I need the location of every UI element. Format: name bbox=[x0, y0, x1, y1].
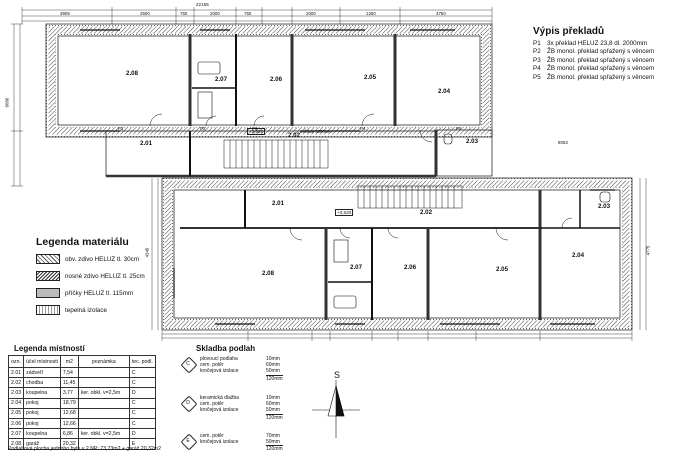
dim: 6680 bbox=[4, 97, 10, 108]
floor-layers-title: Skladba podlah bbox=[196, 344, 256, 353]
room-label: 2.08 bbox=[262, 270, 275, 277]
dim: 2500 bbox=[140, 11, 150, 16]
floor-layers: Skladba podlah bbox=[186, 344, 296, 353]
room-label: 2.03 bbox=[598, 203, 611, 210]
dim: 8053 bbox=[558, 140, 568, 145]
room-label: 2.07 bbox=[350, 264, 363, 271]
room-label: 2.05 bbox=[364, 74, 377, 81]
lintel-tag: P3 bbox=[252, 126, 258, 131]
dim: 750 bbox=[180, 11, 188, 16]
floor-area-note: Podlahová plocha jednoho bytu v 2.NP: 73… bbox=[8, 446, 161, 452]
dim: 1250 bbox=[366, 11, 376, 16]
dim: 4345 bbox=[144, 247, 150, 258]
floor-type-code: E bbox=[186, 438, 190, 444]
north-arrow bbox=[312, 380, 360, 438]
room-label: 2.05 bbox=[496, 266, 509, 273]
material-legend-title: Legenda materiálu bbox=[36, 236, 129, 248]
lintel-tag: P2 bbox=[200, 126, 206, 131]
room-label: 2.03 bbox=[466, 138, 479, 145]
floor-type-code: C bbox=[186, 361, 190, 367]
partition-swatch bbox=[36, 288, 60, 298]
lintel-tag: P1 bbox=[118, 126, 124, 131]
dim: 750 bbox=[244, 11, 252, 16]
lower-plan bbox=[151, 177, 647, 341]
brick-load-swatch bbox=[36, 271, 60, 281]
brick-outer-swatch bbox=[36, 254, 60, 264]
dim: 4775 bbox=[645, 245, 651, 256]
dim: 4750 bbox=[436, 11, 446, 16]
material-item: obv. zdivo HELUZ tl. 30cm bbox=[36, 251, 145, 267]
room-label: 2.01 bbox=[272, 200, 285, 207]
upper-plan bbox=[11, 7, 493, 187]
floor-type-code: D bbox=[186, 400, 190, 406]
room-label: 2.04 bbox=[572, 252, 585, 259]
room-label: 2.06 bbox=[404, 264, 417, 271]
room-label: 2.08 bbox=[126, 70, 139, 77]
lintel-tag: P4 bbox=[360, 126, 366, 131]
dim: 2000 bbox=[306, 11, 316, 16]
room-label: 2.06 bbox=[270, 76, 283, 83]
room-label: 2.01 bbox=[140, 140, 153, 147]
level-label: +3,520 bbox=[247, 128, 266, 135]
room-label: 2.02 bbox=[288, 132, 301, 139]
material-item: nosné zdivo HELUZ tl. 25cm bbox=[36, 268, 145, 284]
room-label: 2.04 bbox=[438, 88, 451, 95]
room-label: 2.07 bbox=[215, 76, 228, 83]
material-item: tepelná izolace bbox=[36, 302, 145, 318]
stair-note: světlost 4000mm bbox=[300, 129, 332, 134]
insulation-swatch bbox=[36, 305, 60, 315]
lintel-tag: P5 bbox=[456, 126, 462, 131]
room-label: 2.02 bbox=[420, 209, 433, 216]
material-item: příčky HELUZ tl. 115mm bbox=[36, 285, 145, 301]
level-label: +3,520 bbox=[335, 209, 354, 216]
material-legend: Legenda materiálu obv. zdivo HELUZ tl. 3… bbox=[36, 236, 145, 318]
dim-total: 22155 bbox=[196, 2, 209, 7]
dim: 2000 bbox=[210, 11, 220, 16]
dim: 3905 bbox=[60, 11, 70, 16]
lintel-list-title: Výpis překladů bbox=[533, 26, 605, 37]
north-label: S bbox=[334, 370, 341, 380]
room-legend-title: Legenda místností bbox=[14, 344, 85, 353]
